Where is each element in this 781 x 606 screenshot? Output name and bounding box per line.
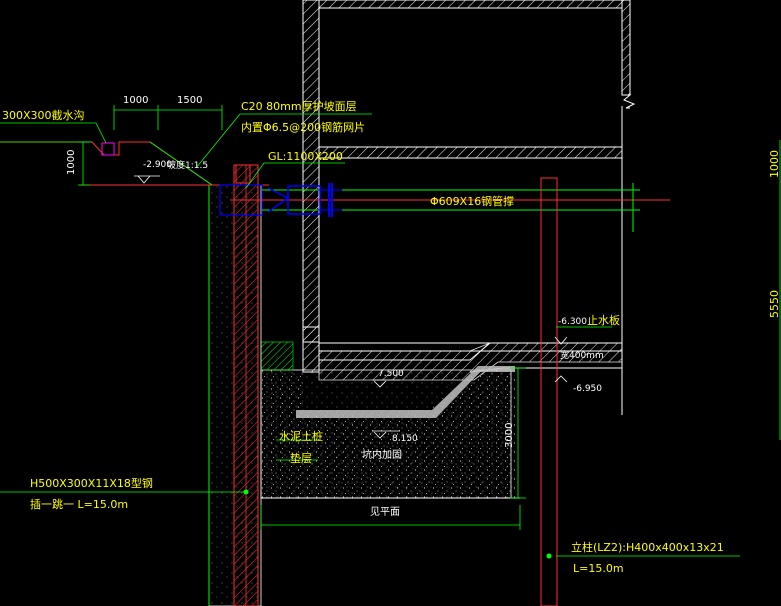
label-cushion: 垫层 [290,451,312,465]
label-drain-ditch: 300X300截水沟 [2,108,85,122]
label-cement-soil: 水泥土桩 [279,429,323,443]
label-dim-3000: 3000 [504,423,515,448]
ground-slope [0,141,269,186]
label-strut: Φ609X16钢管撑 [430,194,514,208]
waler-strut [219,183,670,232]
label-dim-1500: 1500 [177,95,202,106]
label-see-plan: 见平面 [370,506,400,518]
label-dim-1000-vertical: 1000 [66,150,77,175]
label-elev-2900: -2.900 [143,160,172,170]
pit-reinforcement [260,341,520,499]
label-waterstop-size: 宽400mm [560,349,604,361]
label-slope-face-1: C20 80mm厚护坡面层 [241,99,357,113]
label-column-1: 立柱(LZ2):H400x400x13x21 [571,540,724,554]
elevation-markers [134,175,568,439]
label-steel-pile-2: 插一跳一 L=15.0m [30,497,128,511]
label-elev-6300: -6.300 [558,317,587,327]
label-column-2: L=15.0m [573,562,624,575]
dimension-lines [0,105,781,557]
column-lz2 [540,177,558,606]
label-slope-face-2: 内置Φ6.5@200钢筋网片 [241,120,365,134]
label-right-dim-1000: 1000 [768,150,781,178]
pile-marker-dot [243,489,249,495]
label-pit-reinforce: 坑内加固 [362,448,402,461]
label-slope-ratio: 坡度1:1.5 [167,159,208,171]
label-elev-6950: -6.950 [573,384,602,394]
label-waterstop: 止水板 [587,313,620,327]
steel-h-pile [233,164,259,606]
label-waler: GL:1100X200 [268,150,343,163]
label-dim-1000: 1000 [123,95,148,106]
label-right-dim-5550: 5550 [768,290,781,318]
label-elev-8150: 8.150 [392,434,418,444]
column-marker-dot [546,553,552,559]
label-elev-7500: 7.500 [378,369,404,379]
label-steel-pile-1: H500X300X11X18型钢 [30,476,153,490]
